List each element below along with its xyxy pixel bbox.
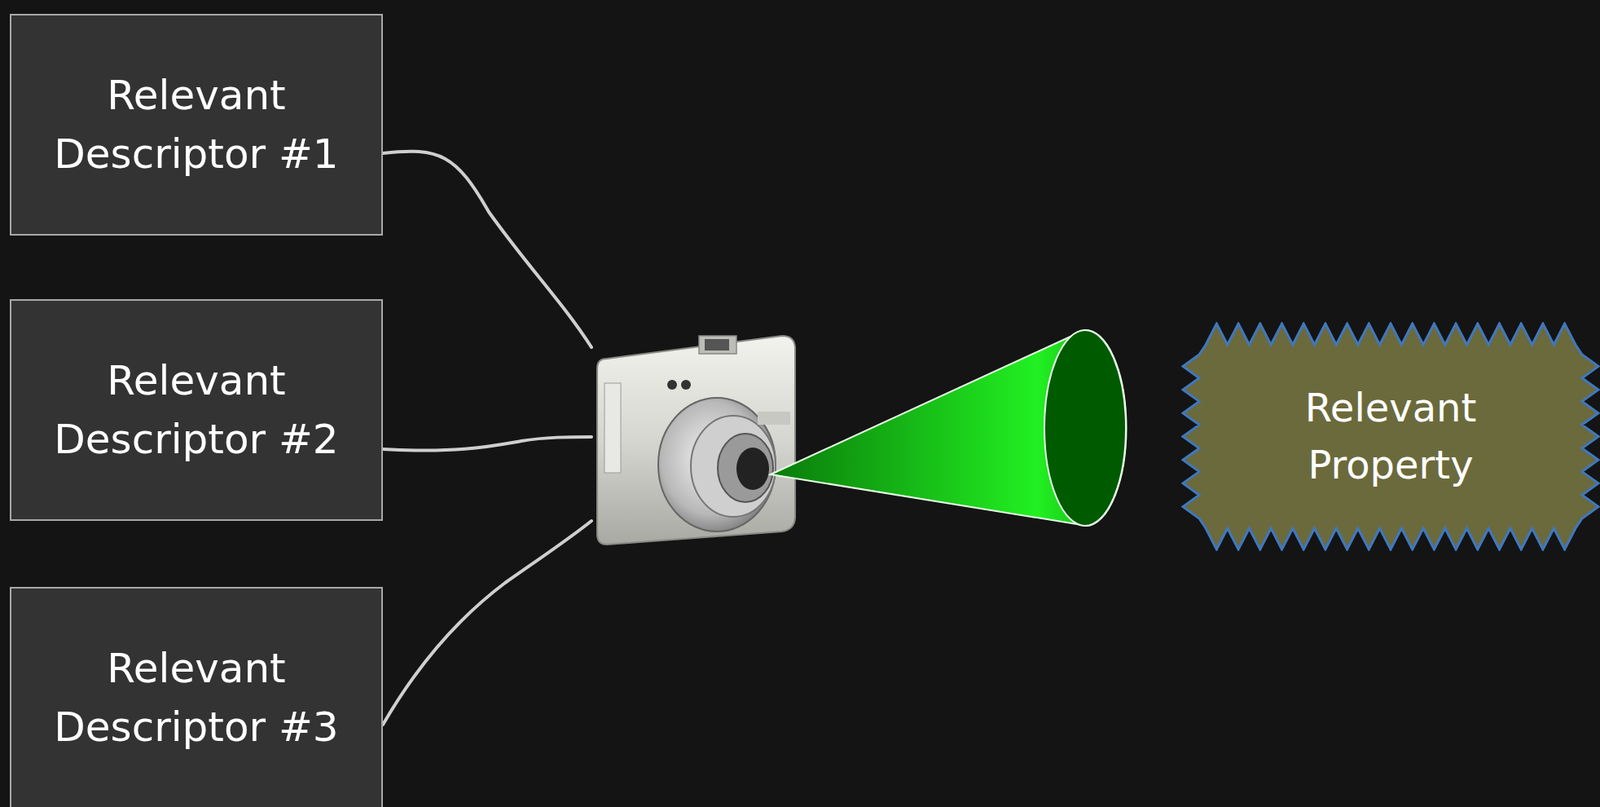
descriptor-box: Relevant Descriptor #1 <box>9 13 383 236</box>
wire <box>382 151 592 725</box>
text-group: Relevant Property <box>1260 379 1521 493</box>
view-cone <box>770 329 1126 526</box>
descriptor-label: Relevant Descriptor #1 <box>21 65 371 185</box>
descriptor-label: Relevant Descriptor #3 <box>21 638 371 757</box>
descriptor-label: Relevant Descriptor #2 <box>21 351 371 470</box>
text-group: Relevant Descriptor #2 <box>21 351 371 470</box>
text-group: Relevant Descriptor #1 <box>21 65 371 185</box>
text-group: Relevant Descriptor #3 <box>21 638 371 757</box>
descriptor-box: Relevant Descriptor #2 <box>9 298 383 521</box>
property-label: Relevant Property <box>1260 379 1521 493</box>
property-burst: Relevant Property <box>1181 321 1600 551</box>
camera <box>597 335 796 545</box>
burst-shape <box>1182 323 1599 550</box>
descriptor-box: Relevant Descriptor #3 <box>9 586 383 807</box>
burst-outline <box>1181 321 1600 551</box>
